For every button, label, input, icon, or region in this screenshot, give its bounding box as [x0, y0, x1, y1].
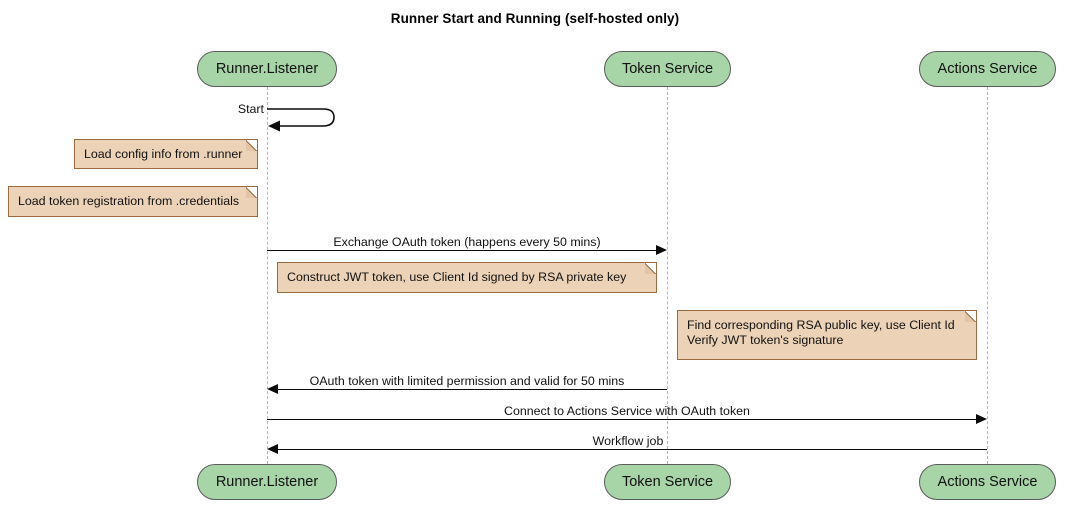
- note-load-config: Load config info from .runner: [74, 139, 258, 169]
- message-label-exchange-oauth-token: Exchange OAuth token (happens every 50 m…: [333, 235, 601, 249]
- arrowhead-right-icon: [656, 244, 667, 255]
- note-fold-corner-icon: [246, 140, 257, 151]
- participant-runner-top[interactable]: Runner.Listener: [197, 51, 337, 87]
- note-text: Find corresponding RSA public key, use C…: [687, 318, 955, 347]
- participant-token-bottom[interactable]: Token Service: [604, 464, 731, 500]
- message-label-start: Start: [237, 102, 264, 116]
- participant-actions-bottom[interactable]: Actions Service: [919, 464, 1056, 500]
- note-text: Load token registration from .credential…: [18, 194, 240, 208]
- message-label-oauth-token-reply: OAuth token with limited permission and …: [309, 374, 625, 388]
- participant-label: Actions Service: [937, 474, 1038, 490]
- note-construct-jwt: Construct JWT token, use Client Id signe…: [277, 262, 657, 293]
- message-start-self-loop: [266, 104, 346, 132]
- note-fold-corner-icon: [965, 311, 976, 322]
- participant-token-top[interactable]: Token Service: [604, 51, 731, 87]
- note-fold-corner-icon: [246, 187, 257, 198]
- participant-label: Runner.Listener: [215, 474, 319, 490]
- message-line-workflow-job: [278, 449, 987, 450]
- lifeline-token: [667, 87, 668, 464]
- arrowhead-right-icon: [976, 413, 987, 424]
- message-line-oauth-token-reply: [278, 389, 667, 390]
- arrowhead-left-icon: [267, 383, 278, 394]
- participant-label: Actions Service: [937, 61, 1038, 77]
- arrowhead-left-icon: [267, 443, 278, 454]
- message-line-connect-to-actions-service: [267, 419, 977, 420]
- note-load-token-registration: Load token registration from .credential…: [8, 186, 258, 217]
- participant-label: Token Service: [621, 474, 714, 490]
- message-line-exchange-oauth-token: [267, 250, 657, 251]
- note-text: Construct JWT token, use Client Id signe…: [287, 270, 627, 284]
- participant-label: Token Service: [621, 61, 714, 77]
- message-label-connect-to-actions-service: Connect to Actions Service with OAuth to…: [504, 404, 750, 418]
- lifeline-actions: [987, 87, 988, 464]
- note-fold-corner-icon: [645, 263, 656, 274]
- lifeline-runner: [267, 87, 268, 464]
- diagram-title: Runner Start and Running (self-hosted on…: [390, 11, 680, 26]
- participant-runner-bottom[interactable]: Runner.Listener: [197, 464, 337, 500]
- participant-label: Runner.Listener: [215, 61, 319, 77]
- note-verify-jwt: Find corresponding RSA public key, use C…: [677, 310, 977, 360]
- message-label-workflow-job: Workflow job: [592, 434, 664, 448]
- note-text: Load config info from .runner: [84, 146, 243, 161]
- participant-actions-top[interactable]: Actions Service: [919, 51, 1056, 87]
